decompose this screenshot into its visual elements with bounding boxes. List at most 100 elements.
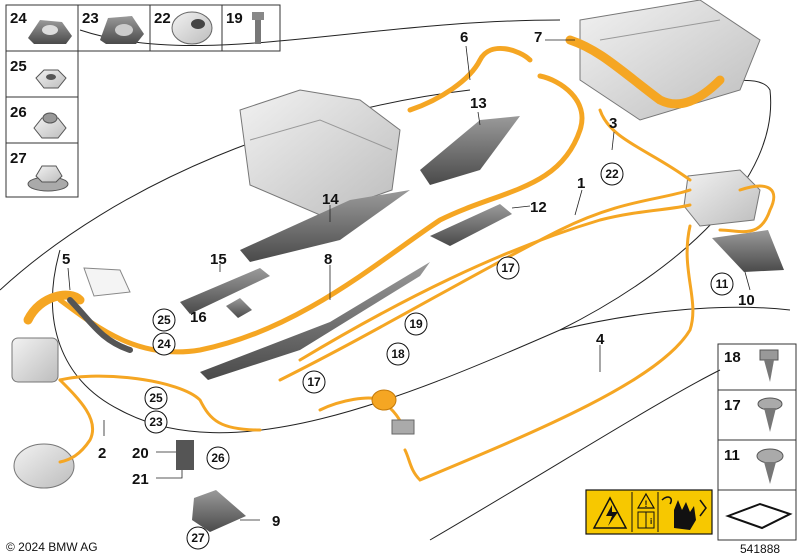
grid-number: 24 [10, 10, 27, 27]
callout: 20 [132, 445, 149, 462]
svg-text:17: 17 [501, 261, 515, 275]
heater-unit [371, 389, 415, 435]
circled-callout: 17 [302, 370, 326, 394]
circled-callout: 26 [206, 446, 230, 470]
svg-text:26: 26 [211, 451, 225, 465]
leader-lines [67, 39, 751, 521]
image-number: 541888 [740, 542, 781, 556]
parts-grid-right [717, 343, 797, 541]
grid-number: 11 [724, 447, 740, 464]
no-touch-icon [661, 496, 707, 530]
cable-main [57, 73, 585, 355]
flange-nut-icon [27, 165, 69, 192]
parts-grid-left [5, 4, 281, 198]
callout: 4 [596, 331, 605, 348]
callout: 2 [98, 445, 106, 462]
circled-callout: 18 [386, 342, 410, 366]
heat-shield-13 [420, 116, 520, 185]
callout: 3 [609, 115, 617, 132]
guard-9 [192, 490, 246, 532]
grommet-icon [171, 11, 213, 45]
cable-2 [58, 378, 95, 464]
bolt-icon [252, 12, 264, 44]
callout: 1 [577, 175, 585, 192]
push-clip-icon [759, 349, 779, 382]
hex-nut-icon [33, 112, 67, 139]
callout: 7 [534, 29, 542, 46]
circled-callout: 19 [404, 312, 428, 336]
grid-number: 26 [10, 104, 27, 121]
circled-callout: 24 [152, 332, 176, 356]
grommet-icon [28, 20, 72, 44]
cable-3 [598, 108, 692, 182]
circled-callout: 22 [600, 162, 624, 186]
circled-callout: 23 [144, 410, 168, 434]
callout: 16 [190, 309, 207, 326]
svg-text:19: 19 [409, 317, 423, 331]
circled-callout: 25 [144, 386, 168, 410]
svg-text:22: 22 [605, 167, 619, 181]
push-clip-icon [756, 448, 784, 484]
warning-label: ! i [585, 489, 713, 535]
high-voltage-warning-icon [592, 496, 628, 529]
svg-text:17: 17 [307, 375, 321, 389]
vehicle-outline [0, 19, 791, 541]
callout: 15 [210, 251, 227, 268]
copyright: © 2024 BMW AG [6, 540, 98, 554]
hex-nut-icon [35, 69, 67, 89]
circled-callout: 27 [186, 526, 210, 550]
bracket-10 [712, 230, 784, 272]
callout: 13 [470, 95, 487, 112]
cable-4 [403, 224, 695, 482]
cable-2b [58, 374, 262, 432]
parts-grid-left-numbers: 24 23 22 19 25 26 27 [10, 10, 243, 167]
arrow-icon [725, 502, 793, 530]
grid-number: 22 [154, 10, 171, 27]
svg-text:25: 25 [157, 313, 171, 327]
warning-triangle-icon: ! [636, 492, 656, 509]
cable-1b [298, 203, 692, 362]
grid-number: 25 [10, 58, 27, 75]
cable-5 [23, 290, 85, 325]
cable-charge [718, 184, 776, 234]
electric-motor [11, 337, 59, 383]
power-electronics-unit [239, 89, 401, 216]
svg-text:27: 27 [191, 531, 205, 545]
cable-6 [407, 45, 533, 113]
callouts: 1 2 3 4 5 6 7 8 9 10 12 13 14 15 16 20 2… [62, 29, 755, 530]
callout: 21 [132, 471, 149, 488]
svg-text:25: 25 [149, 391, 163, 405]
heat-shield-15 [180, 268, 270, 314]
bracket-16 [226, 298, 252, 318]
circled-callout: 17 [496, 256, 520, 280]
svg-text:23: 23 [149, 415, 163, 429]
callout: 12 [530, 199, 547, 216]
grid-number: 27 [10, 150, 27, 167]
push-clip-icon [757, 397, 783, 432]
callout: 14 [322, 191, 339, 208]
hv-cables [23, 35, 776, 482]
callout: 5 [62, 251, 70, 268]
svg-text:!: ! [645, 499, 648, 509]
circled-callout: 25 [152, 308, 176, 332]
bracket-20 [176, 440, 194, 470]
callout: 9 [272, 513, 280, 530]
heat-shield-14 [240, 190, 410, 262]
ac-compressor [13, 443, 75, 489]
circled-callouts: 22 17 11 25 24 19 18 17 25 23 26 27 [144, 162, 734, 550]
grid-number: 17 [724, 397, 741, 414]
callout: 10 [738, 292, 755, 309]
circled-callout: 11 [710, 272, 734, 296]
manual-info-icon: i [637, 511, 655, 529]
callout: 8 [324, 251, 332, 268]
heat-shield-8 [200, 262, 430, 380]
svg-text:i: i [650, 517, 652, 526]
grid-number: 19 [226, 10, 243, 27]
cable-7 [565, 35, 725, 109]
grid-number: 18 [724, 349, 741, 366]
svg-text:24: 24 [157, 337, 171, 351]
svg-text:18: 18 [391, 347, 405, 361]
grommet-icon [100, 16, 144, 44]
charging-unit [683, 169, 761, 227]
